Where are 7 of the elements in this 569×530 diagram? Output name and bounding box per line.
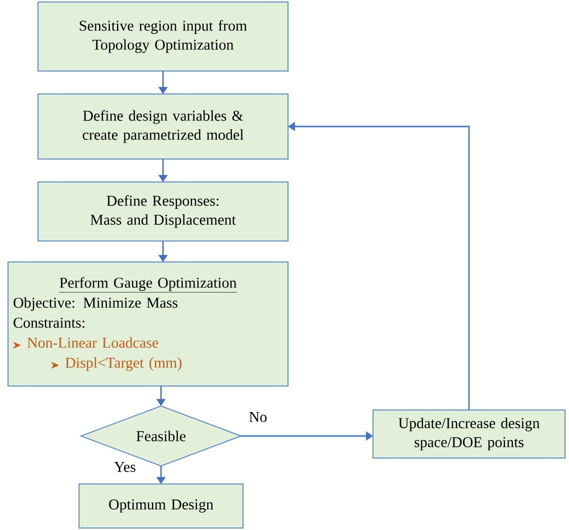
process-box: Sensitive region input from Topology Optimization [38,2,288,72]
process-box: Optimum Design [78,484,244,528]
process-box: Define design variables & create parametrized model [38,94,288,160]
process-box: Define Responses: Mass and Displacement [38,182,288,242]
process-box: Perform Gauge Optimization Objective: Minimize Mass Constraints: Non-Linear Loadcase Displ<Target (mm) [8,262,288,386]
edge-label: No [248,411,268,423]
process-box: Update/Increase design space/DOE points [372,410,566,458]
